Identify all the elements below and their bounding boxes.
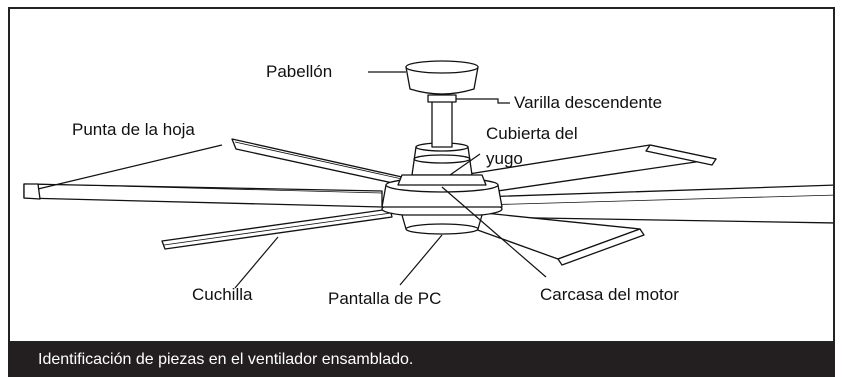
caption-text: Identificación de piezas en el ventilado… bbox=[38, 351, 414, 368]
ceiling-fan-diagram: Pabellón Varilla descendente Punta de la… bbox=[23, 60, 833, 308]
lower-left-blade bbox=[161, 208, 393, 250]
canopy bbox=[405, 60, 479, 95]
label-downrod: Varilla descendente bbox=[514, 93, 662, 112]
label-yoke-cover-line1: Cubierta del bbox=[486, 124, 578, 143]
right-blade bbox=[479, 184, 833, 224]
yoke-cover bbox=[397, 142, 487, 186]
label-canopy: Pabellón bbox=[266, 62, 332, 81]
downrod bbox=[427, 94, 457, 148]
upper-left-blade bbox=[231, 138, 403, 186]
label-yoke-cover-line2: yugo bbox=[486, 149, 523, 168]
lower-right-blade bbox=[457, 210, 645, 266]
caption-bar: Identificación de piezas en el ventilado… bbox=[8, 343, 835, 377]
leader-lines bbox=[37, 71, 547, 289]
label-blade-tip: Punta de la hoja bbox=[72, 120, 195, 139]
left-blade bbox=[23, 183, 383, 208]
label-blade: Cuchilla bbox=[192, 285, 253, 304]
label-motor-housing: Carcasa del motor bbox=[540, 285, 679, 304]
pc-shade bbox=[401, 214, 483, 235]
diagram-frame: Pabellón Varilla descendente Punta de la… bbox=[8, 7, 835, 343]
upper-right-blade bbox=[449, 144, 717, 196]
label-pc-shade: Pantalla de PC bbox=[328, 289, 441, 308]
